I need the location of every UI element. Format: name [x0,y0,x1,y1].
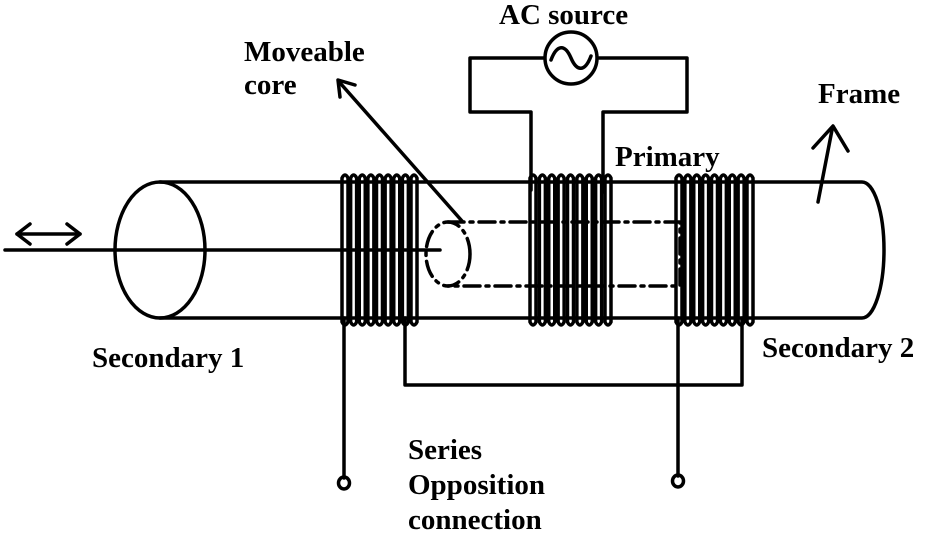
ac-source-circuit [468,30,689,194]
coil-turn [565,173,576,327]
series-opposition-wiring [336,316,744,491]
output-terminal-right [670,473,686,489]
coil-turn [374,173,385,327]
secondary-2-coil [674,173,755,327]
coil-turn [745,173,755,327]
coil-turn [547,173,557,327]
coil-turn [366,173,376,327]
primary-lead-left [468,56,546,192]
coil-turn [736,173,746,327]
output-terminal-left [336,475,352,491]
coil-turn [528,173,538,327]
coil-turn [575,173,585,327]
coil-turn [603,173,613,327]
coil-turn [584,173,594,327]
coil-turn [392,173,402,327]
coil-turn [537,173,548,327]
coil-turn [692,173,702,327]
secondary-2-label: Secondary 2 [762,332,915,364]
coil-turn [593,173,604,327]
coil-turn [556,173,566,327]
series-opposition-connection-label: Series Opposition connection [408,434,545,536]
secondary-1-label: Secondary 1 [92,342,245,374]
primary-label: Primary [615,141,720,173]
coil-turn [409,173,419,327]
coil-turn [718,173,729,327]
arrow-head-right [65,222,82,246]
coil-turn [709,173,720,327]
coil-turn [727,173,737,327]
primary-coil [528,173,613,327]
frame-outline [158,180,886,320]
ac-source-symbol [543,30,599,86]
ac-source-label: AC source [499,0,629,31]
coil-turn [357,173,367,327]
coil-turn [683,173,693,327]
moveable-core-label: Moveable core [244,36,365,101]
coil-turn [383,173,393,327]
coil-turn [700,173,711,327]
arrow-head-left [15,222,32,246]
core-pointer [336,78,464,223]
primary-lead-right [597,56,689,194]
sine-wave-icon [549,46,593,70]
secondary-link-wire [403,316,744,387]
frame-pointer [811,124,850,204]
coil-turn [348,173,359,327]
frame-label: Frame [818,78,901,110]
